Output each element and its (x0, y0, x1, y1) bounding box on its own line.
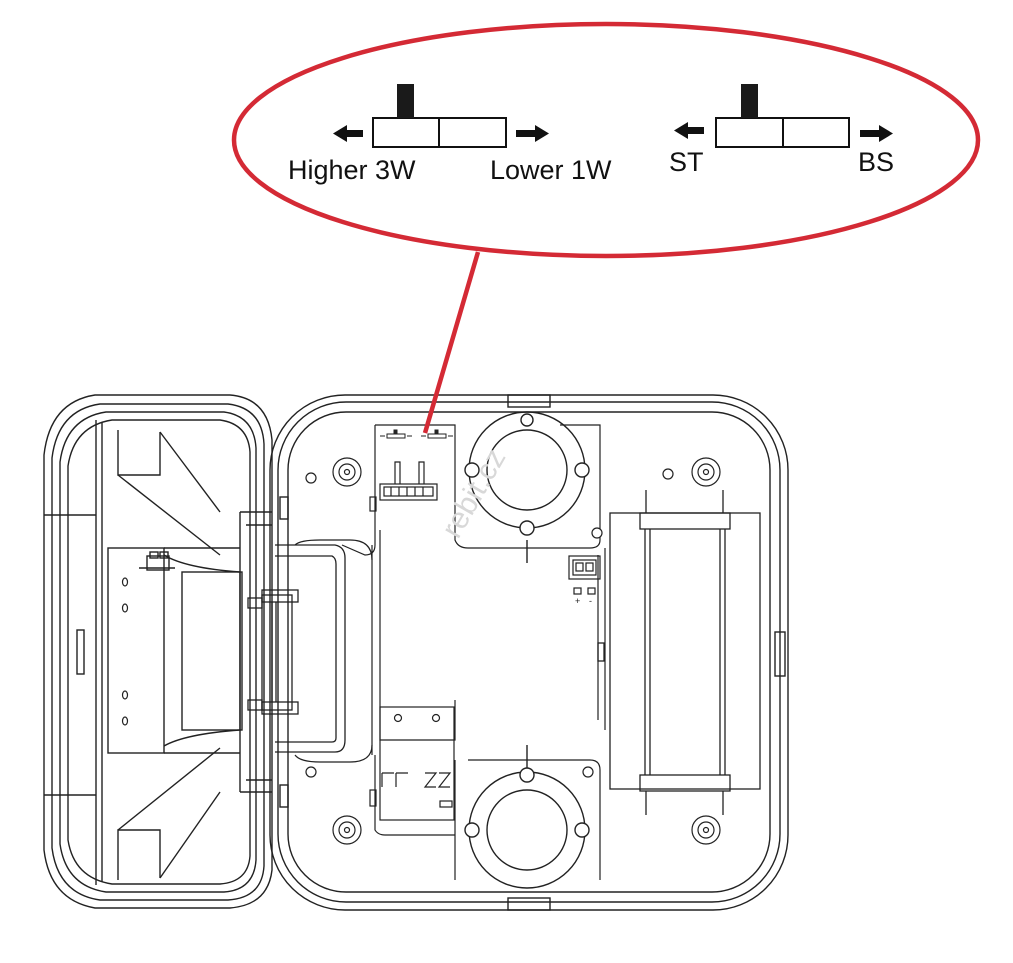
standoffs (305, 468, 674, 778)
pcb-outline (294, 424, 606, 880)
mode-switch (674, 84, 893, 148)
arrow-left-icon (333, 125, 363, 142)
power-terminal (568, 555, 601, 595)
arrow-left-icon (674, 122, 704, 139)
bottom-module (369, 706, 455, 821)
mode-switch-knob (741, 84, 758, 118)
callout-bubble (231, 21, 981, 434)
power-switch-left-label: Higher 3W (288, 155, 416, 185)
lid-holes (121, 577, 129, 726)
pcb-connector (369, 461, 438, 512)
terminal-minus-label: - (589, 596, 592, 606)
watermark: rebit.cz (435, 443, 512, 543)
hinge-bridge (247, 544, 346, 753)
upper-mount (464, 411, 590, 563)
lid (43, 394, 273, 909)
arrow-right-icon (516, 125, 549, 142)
power-switch-knob (397, 84, 414, 118)
mode-switch-left-label: ST (669, 147, 704, 177)
power-switch (333, 84, 549, 148)
pcb-dip-switches (380, 429, 453, 439)
arrow-right-icon (860, 125, 893, 142)
power-switch-right-label: Lower 1W (490, 155, 612, 185)
lower-mount (464, 745, 590, 889)
terminal-plus-label: + (575, 596, 580, 606)
corner-screws (332, 457, 721, 845)
battery-tube (597, 490, 761, 815)
mode-switch-right-label: BS (858, 147, 895, 177)
